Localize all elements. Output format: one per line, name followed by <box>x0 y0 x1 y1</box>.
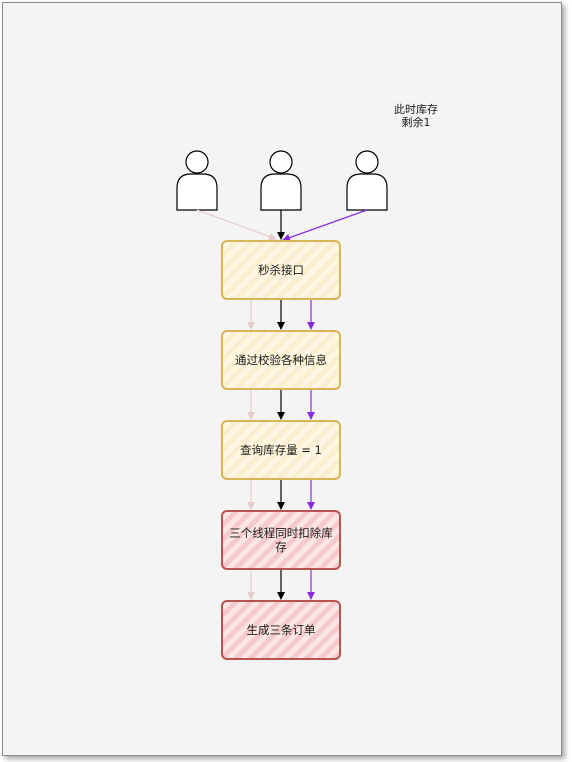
step-query-stock: 查询库存量 = 1 <box>221 420 341 480</box>
arrows-step3-step4 <box>247 480 315 510</box>
step-create-orders: 生成三条订单 <box>221 600 341 660</box>
stock-note-line2: 剩余1 <box>401 116 431 129</box>
stock-note: 此时库存 剩余1 <box>380 103 452 129</box>
step-label: 生成三条订单 <box>246 623 316 637</box>
stock-note-line1: 此时库存 <box>394 103 438 116</box>
arrows-step2-step3 <box>247 390 315 420</box>
arrows-step1-step2 <box>247 300 315 330</box>
step-deduct-stock: 三个线程同时扣除库存 <box>221 510 341 570</box>
step-seckill-interface: 秒杀接口 <box>221 240 341 300</box>
user-icon-right <box>346 150 388 211</box>
user-icon-middle <box>260 150 302 211</box>
step-label: 查询库存量 = 1 <box>240 443 322 457</box>
step-label: 三个线程同时扣除库存 <box>229 526 333 554</box>
step-validate-info: 通过校验各种信息 <box>221 330 341 390</box>
arrow-user-left-to-interface <box>196 209 277 241</box>
user-icon-left <box>176 150 218 211</box>
arrow-user-right-to-interface <box>282 209 368 242</box>
step-label: 通过校验各种信息 <box>235 353 327 367</box>
arrows-step4-step5 <box>247 570 315 600</box>
step-label: 秒杀接口 <box>258 263 304 277</box>
